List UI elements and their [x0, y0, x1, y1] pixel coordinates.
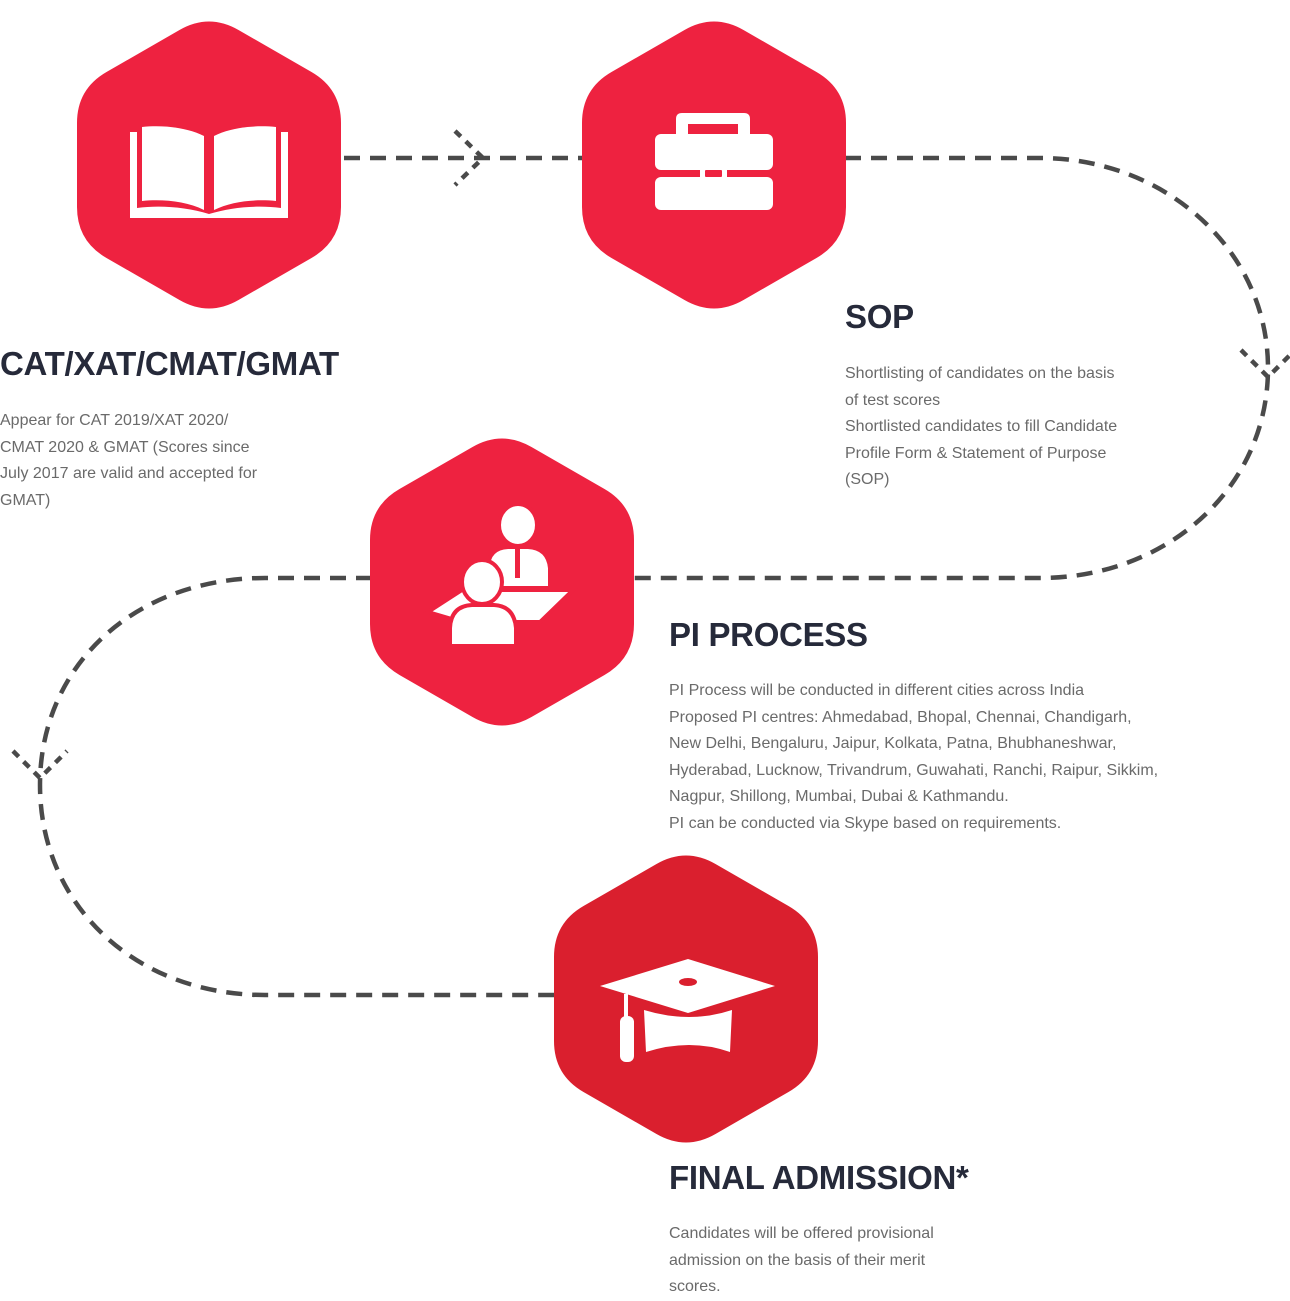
arrow-right-icon: [453, 129, 487, 187]
step-2-line: Shortlisted candidates to fill Candidate: [845, 418, 1118, 435]
step-1-line: Appear for CAT 2019/XAT 2020/: [0, 412, 229, 429]
step-1-line: CMAT 2020 & GMAT (Scores since: [0, 438, 250, 456]
interview-icon: [423, 502, 578, 648]
step-4-line: admission on the basis of their merit: [669, 1251, 926, 1269]
step-2-hexagon: [582, 21, 846, 309]
step-4-description: Candidates will be offered provisional a…: [669, 1221, 1029, 1301]
step-1-description: Appear for CAT 2019/XAT 2020/ CMAT 2020 …: [0, 408, 330, 514]
connector-step3-step4: [37, 575, 555, 998]
step-3-line: Nagpur, Shillong, Mumbai, Dubai & Kathma…: [669, 788, 1009, 805]
graduation-cap-icon: [600, 959, 775, 1062]
step-3-line: Proposed PI centres: Ahmedabad, Bhopal, …: [669, 708, 1132, 726]
step-1-hexagon: [77, 21, 341, 309]
arrow-down-icon: [11, 749, 69, 782]
step-4-hexagon: [554, 855, 818, 1143]
step-2-line: Profile Form & Statement of Purpose: [845, 444, 1107, 462]
tie-icon: [515, 548, 520, 578]
step-1-line: July 2017 are valid and accepted for: [0, 465, 258, 482]
step-1-title: CAT/XAT/CMAT/GMAT: [0, 345, 339, 382]
connector-step2-step3: [632, 155, 1271, 581]
step-3-title: PI PROCESS: [669, 616, 868, 653]
step-4-title: FINAL ADMISSION*: [669, 1159, 969, 1196]
step-2-description: Shortlisting of candidates on the basis …: [845, 361, 1205, 494]
step-2-line: of test scores: [845, 391, 941, 409]
step-3-line: PI can be conducted via Skype based on r…: [669, 814, 1062, 832]
step-2-line: (SOP): [845, 471, 890, 488]
step-3-hexagon: [370, 438, 634, 726]
step-3-line: Hyderabad, Lucknow, Trivandrum, Guwahati…: [669, 761, 1159, 779]
connector-arrowheads: [11, 129, 1290, 782]
step-3-description: PI Process will be conducted in differen…: [669, 678, 1269, 837]
connectors: [37, 155, 1271, 998]
hexagon-shape: [77, 21, 341, 309]
step-3-line: PI Process will be conducted in differen…: [669, 682, 1085, 699]
step-3-line: New Delhi, Bengaluru, Jaipur, Kolkata, P…: [669, 735, 1117, 752]
arrow-down-icon: [1239, 348, 1290, 381]
open-book-icon: [130, 126, 288, 218]
step-2-line: Shortlisting of candidates on the basis: [845, 365, 1115, 382]
step-4-line: Candidates will be offered provisional: [669, 1225, 934, 1242]
step-2-title: SOP: [845, 298, 914, 335]
step-1-line: GMAT): [0, 491, 51, 509]
step-4-line: scores.: [669, 1278, 721, 1295]
briefcase-icon: [655, 113, 773, 210]
